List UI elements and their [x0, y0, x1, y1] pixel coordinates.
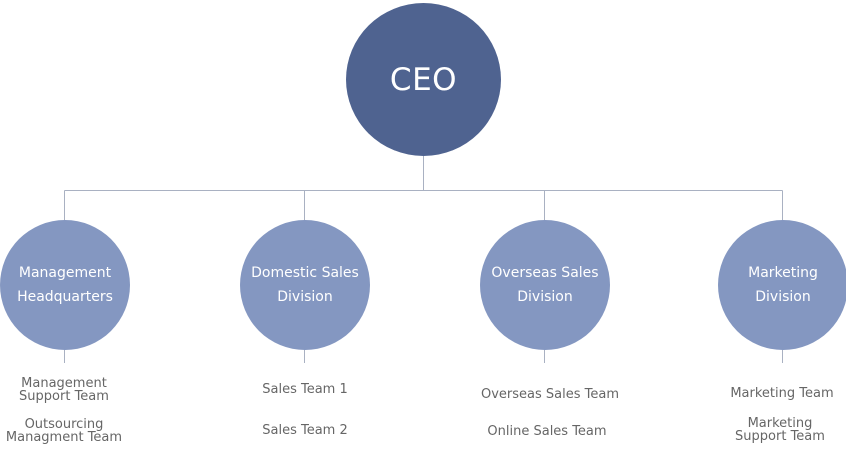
team-label-line2: Support Team	[19, 389, 109, 404]
team-marketing: Marketing Team	[718, 387, 846, 400]
division-title-line1: Marketing	[748, 265, 818, 281]
team-label-line2: Managment Team	[5, 430, 123, 445]
division-title-line1: Domestic Sales	[251, 265, 359, 281]
team-label-line1: Marketing Team	[730, 386, 834, 401]
team-label-line1: Management	[21, 376, 107, 391]
division-title-line2: Division	[755, 289, 811, 305]
team-label-line2: Support Team	[735, 429, 825, 444]
team-label-line1: Sales Team 2	[262, 423, 348, 438]
team-label-line1: Sales Team 1	[262, 382, 348, 397]
division-title-line1: Management	[18, 265, 112, 281]
division-title-line1: Overseas Sales	[491, 265, 599, 281]
ceo-label: CEO	[389, 61, 458, 98]
division-title-line2: Division	[277, 289, 333, 305]
team-sales-1: Sales Team 1	[240, 383, 370, 396]
division-marketing: Marketing Division	[718, 220, 846, 350]
division-domestic-sales: Domestic Sales Division	[240, 220, 370, 350]
team-label-line1: Overseas Sales Team	[480, 387, 619, 402]
team-label-line1: Outsourcing	[24, 417, 104, 432]
team-outsourcing-management: Outsourcing Managment Team	[0, 418, 128, 444]
team-overseas-sales: Overseas Sales Team	[470, 388, 630, 401]
team-marketing-support: Marketing Support Team	[718, 417, 842, 443]
division-overseas-sales: Overseas Sales Division	[480, 220, 610, 350]
ceo-node: CEO	[346, 3, 501, 156]
team-online-sales: Online Sales Team	[470, 425, 624, 438]
division-title-line2: Headquarters	[17, 289, 113, 305]
division-title-line2: Division	[517, 289, 573, 305]
division-management-hq: Management Headquarters	[0, 220, 130, 350]
team-label-line1: Marketing	[747, 416, 813, 431]
team-label-line1: Online Sales Team	[487, 424, 607, 439]
team-sales-2: Sales Team 2	[240, 424, 370, 437]
team-management-support: Management Support Team	[0, 377, 128, 403]
